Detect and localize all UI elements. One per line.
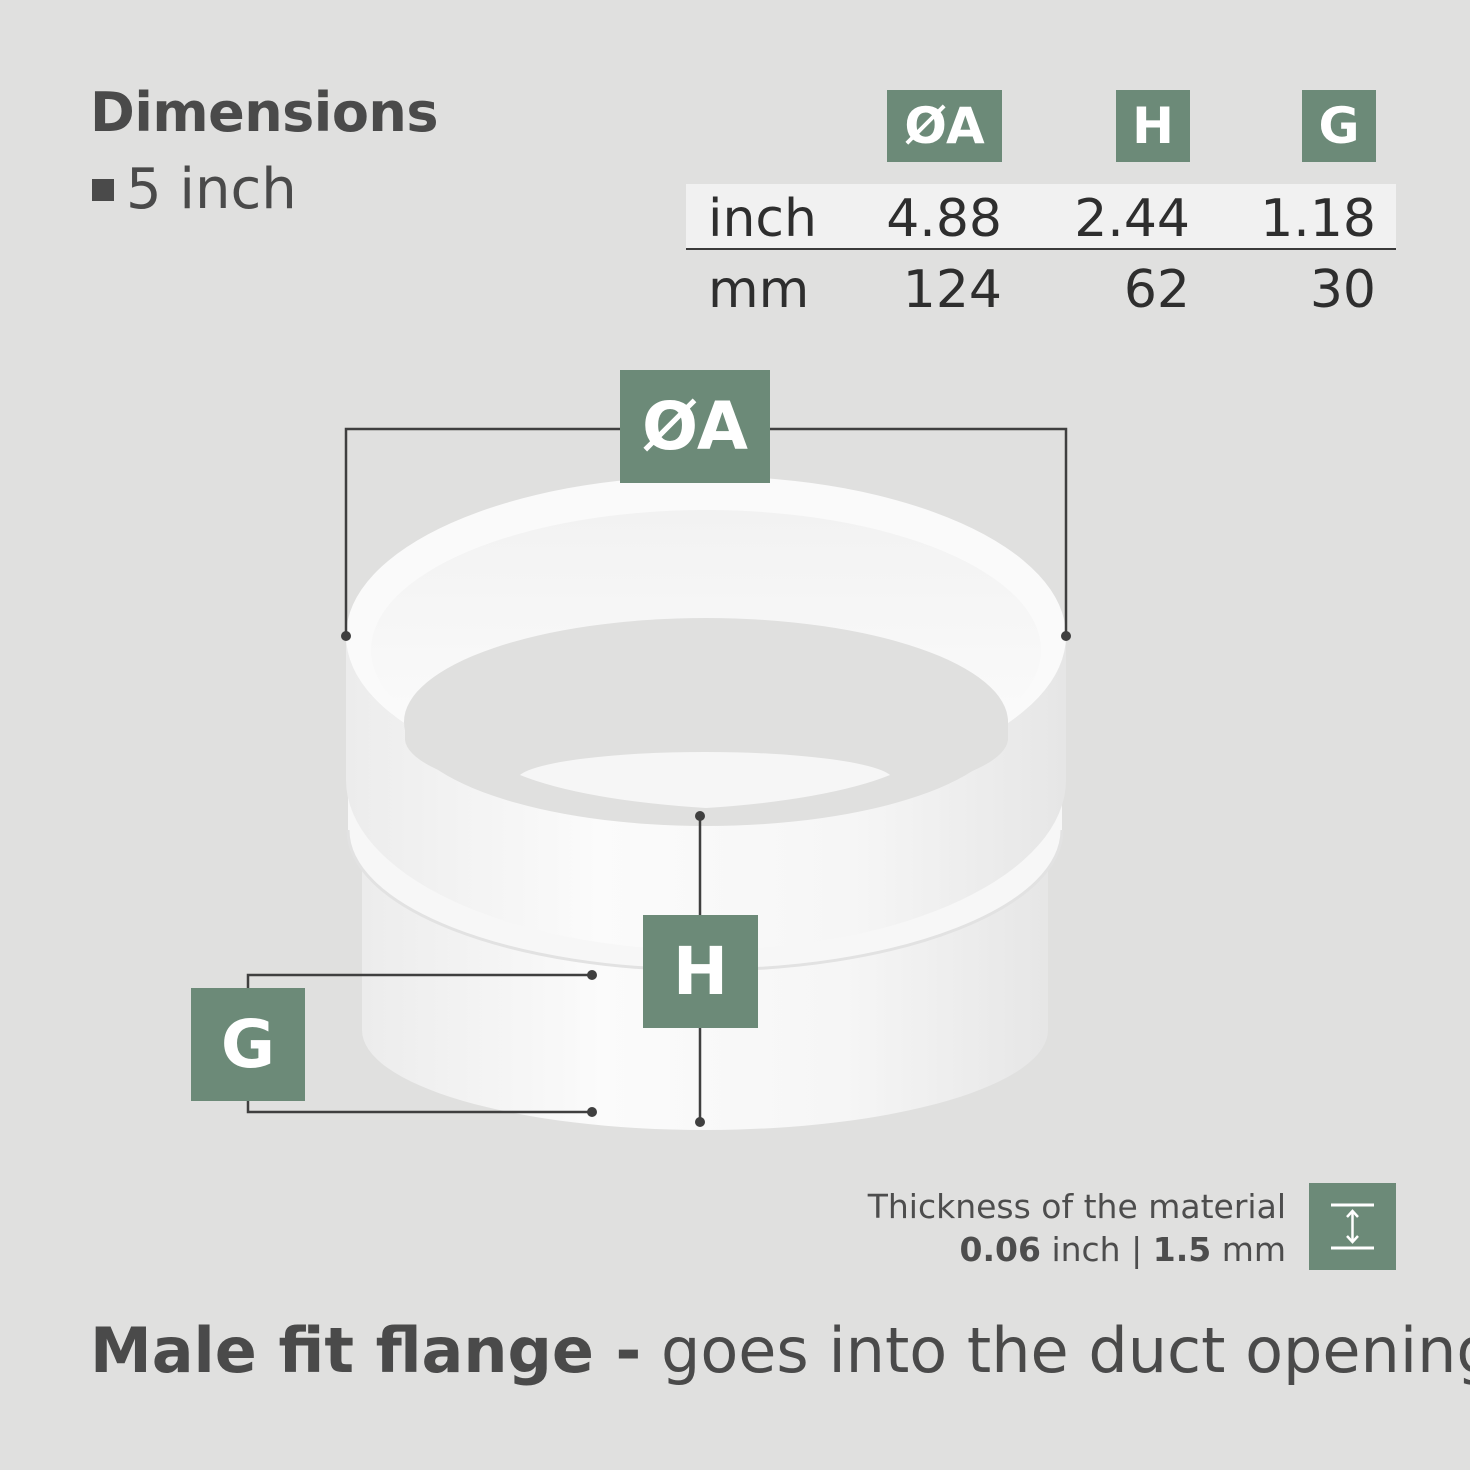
inch-value-h: 2.44 [1074, 189, 1190, 249]
page-title: Dimensions [90, 81, 439, 144]
dimension-line-g [246, 973, 592, 1114]
size-text: 5 inch [126, 157, 297, 222]
footer-bold-text: Male fit flange - [90, 1314, 642, 1387]
inch-value-a: 4.88 [886, 189, 1002, 249]
row-unit-inch: inch [708, 189, 817, 249]
dimension-point-g-bottom [587, 1107, 597, 1117]
thickness-info: Thickness of the material 0.06 inch | 1.… [868, 1186, 1286, 1272]
thickness-mm-value: 1.5 [1152, 1229, 1212, 1269]
footer-rest-text: goes into the duct opening [661, 1314, 1470, 1387]
dimension-point-a-left [341, 631, 351, 641]
mm-value-g: 30 [1309, 260, 1376, 320]
column-header-height: H [1116, 90, 1190, 162]
mm-value-h: 62 [1123, 260, 1190, 320]
footer-caption: Male fit flange - goes into the duct ope… [90, 1320, 1470, 1382]
dimension-point-g-top [587, 970, 597, 980]
thickness-separator: | [1131, 1229, 1143, 1269]
upper-band [346, 476, 1066, 950]
thickness-inch-unit: inch [1051, 1229, 1121, 1269]
dimension-point-h-bottom [695, 1117, 705, 1127]
dimension-point-h-top [695, 811, 705, 821]
bullet-square [92, 179, 114, 201]
diagram-label-a: ØA [620, 370, 770, 483]
thickness-inch-value: 0.06 [959, 1229, 1041, 1269]
size-label: 5 inch [92, 162, 297, 218]
diagram-label-h: H [643, 915, 758, 1028]
diagram-label-g: G [191, 988, 305, 1101]
dimension-point-a-right [1061, 631, 1071, 641]
table-row-inch-background [686, 184, 1396, 250]
thickness-mm-unit: mm [1221, 1229, 1286, 1269]
dimension-line-a [344, 427, 1068, 636]
thickness-label: Thickness of the material [867, 1187, 1286, 1226]
column-header-diameter: ØA [887, 90, 1002, 162]
inch-value-g: 1.18 [1260, 189, 1376, 249]
thickness-value: 0.06 inch | 1.5 mm [868, 1229, 1286, 1272]
row-unit-mm: mm [708, 260, 810, 320]
column-header-g: G [1302, 90, 1376, 162]
thickness-icon [1309, 1183, 1396, 1270]
mm-value-a: 124 [902, 260, 1002, 320]
